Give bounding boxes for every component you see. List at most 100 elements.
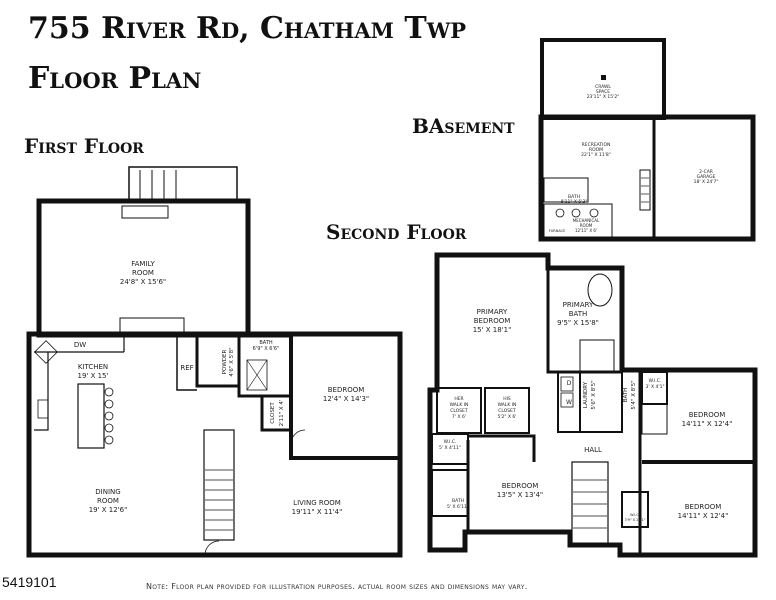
kitchen-counter-side bbox=[34, 352, 49, 431]
washer bbox=[560, 392, 574, 408]
basement-heading: BAsement bbox=[412, 114, 515, 138]
kitchen-range bbox=[37, 399, 49, 419]
first-floor-bedroom-dims: 12'4" X 14'3" bbox=[323, 395, 369, 403]
second-floor-plan bbox=[427, 252, 758, 558]
garage-label-2: GARAGE bbox=[697, 174, 716, 180]
wic-small-walls bbox=[621, 491, 649, 528]
family-room-walls bbox=[36, 198, 251, 338]
laundry-label: LAUNDRY bbox=[583, 381, 589, 408]
wic-left-dims: 5' X 4'11" bbox=[439, 445, 461, 451]
primary-bath-label-2: BATH bbox=[569, 310, 588, 318]
garage-label: 2-CAR bbox=[699, 169, 713, 175]
washer-label: W bbox=[566, 399, 572, 406]
dryer-label: D bbox=[567, 380, 572, 387]
ref-wall bbox=[176, 336, 197, 391]
family-room-label-2: ROOM bbox=[132, 269, 154, 277]
bedroom-right-top-dims: 14'11" X 12'4" bbox=[682, 420, 733, 428]
second-floor-outer-walls bbox=[427, 252, 758, 558]
primary-bath-label: PRIMARY bbox=[563, 301, 594, 309]
dining-room-label: DINING bbox=[95, 488, 120, 496]
center-bedroom-walls bbox=[468, 434, 536, 462]
his-closet-walls bbox=[484, 387, 530, 434]
wic-right-label: W.I.C. bbox=[649, 378, 662, 384]
hall-label: HALL bbox=[584, 446, 602, 454]
first-floor-bath-dims: 6'9" X 6'6" bbox=[253, 346, 280, 352]
dining-room-label-2: ROOM bbox=[97, 497, 119, 505]
furnace-label: FURNACE bbox=[549, 229, 566, 233]
bedroom-right-top-label: BEDROOM bbox=[689, 411, 726, 419]
right-bath-shower bbox=[641, 403, 668, 435]
closet-label: CLOSET bbox=[270, 402, 276, 424]
her-closet-label-2: WALK IN bbox=[450, 402, 469, 408]
primary-bedroom-label: PRIMARY bbox=[477, 308, 508, 316]
second-floor-stairs bbox=[571, 461, 609, 545]
bath-left-label: BATH bbox=[452, 498, 464, 504]
second-floor-heading: Second Floor bbox=[326, 220, 467, 244]
living-room-label: LIVING ROOM bbox=[293, 499, 341, 507]
main-staircase bbox=[203, 429, 235, 541]
closet-walls bbox=[260, 394, 293, 432]
mls-number: 5419101 bbox=[2, 574, 57, 590]
his-closet-label-2: WALK IN bbox=[498, 402, 517, 408]
crawl-space-label-2: SPACE bbox=[596, 89, 610, 95]
primary-shower bbox=[579, 339, 615, 373]
first-floor-heading: First Floor bbox=[24, 134, 144, 158]
bedroom-door-swing bbox=[290, 429, 306, 445]
bedroom-right-bottom-dims: 14'11" X 12'4" bbox=[678, 512, 729, 520]
dishwasher-label: DW bbox=[74, 341, 86, 349]
first-floor-bath-label: BATH bbox=[259, 340, 273, 346]
living-room-dims: 19'11" X 11'4" bbox=[292, 508, 343, 516]
his-closet-dims: 5'2" X 6' bbox=[497, 414, 516, 420]
crawl-space-marker bbox=[601, 75, 606, 80]
family-room-dims: 24'8" X 15'6" bbox=[120, 278, 166, 286]
her-closet-label-3: CLOSET bbox=[450, 408, 468, 414]
powder-room-dims: 4'6" X 5'8" bbox=[229, 347, 235, 376]
ref-label: REF bbox=[180, 364, 193, 372]
plan-title: 755 River Rd, Chatham Twp bbox=[28, 11, 467, 46]
water-heater bbox=[571, 208, 581, 218]
fireplace bbox=[121, 205, 169, 219]
plan-subtitle: Floor Plan bbox=[28, 61, 202, 96]
powder-room-label: POWDER bbox=[222, 350, 228, 375]
basement-stairs bbox=[639, 169, 651, 211]
recreation-room-label-2: ROOM bbox=[589, 147, 603, 153]
bedroom-walls bbox=[289, 336, 400, 460]
mechanical-room-label-2: ROOM bbox=[580, 223, 593, 228]
mechanical-room-label: MECHANICAL bbox=[573, 218, 600, 223]
furnace-unit bbox=[555, 208, 565, 218]
bedroom-center-label: BEDROOM bbox=[502, 482, 539, 490]
primary-bedroom-label-2: BEDROOM bbox=[474, 317, 511, 325]
deck bbox=[128, 166, 238, 202]
family-room-label: FAMILY bbox=[131, 260, 155, 268]
basement-outer-walls bbox=[538, 114, 756, 242]
primary-bedroom-dims: 15' X 18'1" bbox=[473, 326, 512, 334]
mechanical-room-dims: 12'11" X 6' bbox=[575, 228, 597, 233]
kitchen-sink bbox=[34, 340, 58, 364]
basement-bath-dims: 8'11" X 5'3" bbox=[561, 199, 588, 205]
crawl-space-label: CRAWL bbox=[595, 84, 611, 90]
wic-left-label: W.I.C. bbox=[444, 439, 457, 445]
front-door-swing bbox=[204, 540, 220, 556]
wic-small-label: W.I.C. bbox=[630, 513, 640, 517]
her-closet-dims: 7' X 6' bbox=[452, 414, 466, 420]
his-closet-label: HIS bbox=[503, 396, 511, 402]
mid-bath-walls bbox=[579, 371, 623, 433]
mid-bath-dims: 5'4" X 8'5" bbox=[631, 380, 637, 409]
first-floor-plan bbox=[26, 166, 403, 558]
kitchen-island bbox=[77, 383, 105, 449]
dryer bbox=[560, 376, 574, 392]
primary-tub bbox=[587, 273, 613, 307]
first-floor-walls bbox=[26, 331, 403, 558]
shower bbox=[246, 359, 268, 391]
mechanical-unit bbox=[589, 208, 599, 218]
mid-bath-label: BATH bbox=[623, 388, 629, 403]
laundry-dims: 5'6" X 8'5" bbox=[591, 380, 597, 409]
kitchen-dims: 19' X 15' bbox=[78, 372, 109, 380]
recreation-room-dims: 22'1" X 11'8" bbox=[581, 152, 611, 158]
kitchen-label: KITCHEN bbox=[78, 363, 108, 371]
primary-bath-dims: 9'5" X 15'8" bbox=[557, 319, 599, 327]
disclaimer-note: Note: Floor plan provided for illustrati… bbox=[146, 582, 528, 591]
her-closet-label: HER bbox=[454, 396, 463, 402]
mechanical-room-walls bbox=[543, 203, 613, 238]
